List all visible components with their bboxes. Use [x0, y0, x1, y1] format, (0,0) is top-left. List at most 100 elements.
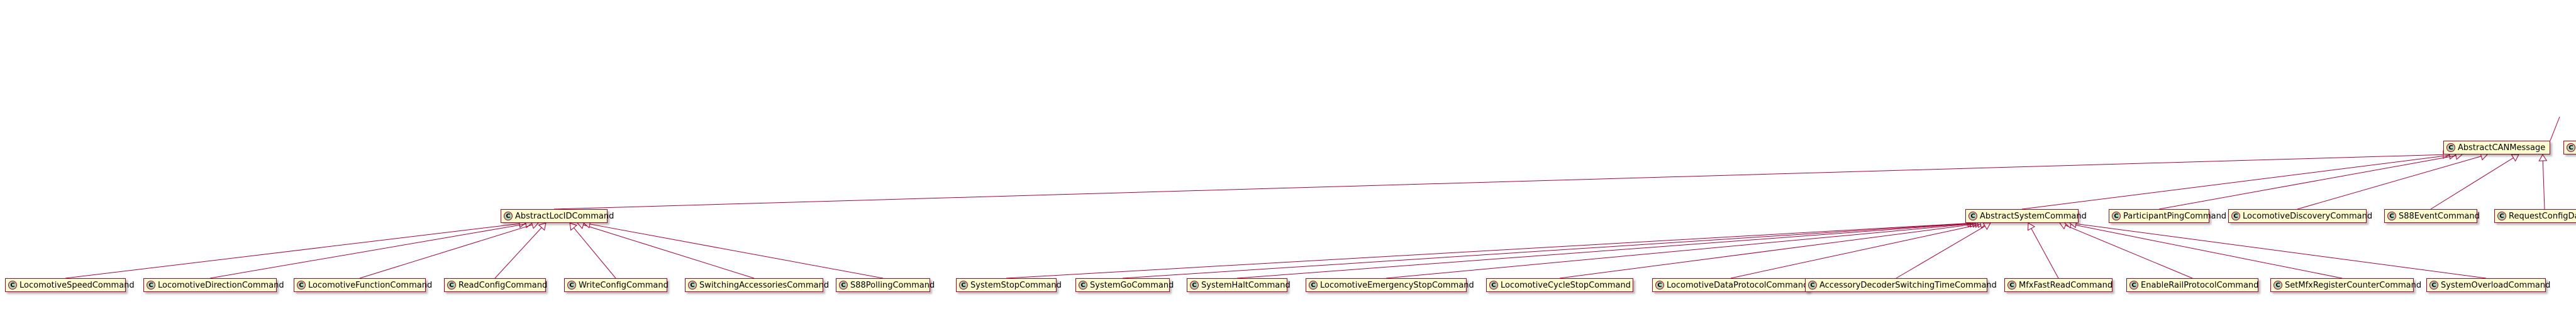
class-name: SwitchingAccessoriesCommand — [699, 280, 830, 290]
class-icon: C — [2429, 281, 2438, 290]
class-name: LocomotiveCycleStopCommand — [1501, 280, 1631, 290]
edge-s88_polling-line — [589, 224, 884, 279]
edge-system_go-line — [1122, 223, 1971, 279]
class-system-stop-command[interactable]: C SystemStopCommand — [956, 278, 1062, 292]
class-icon: C — [1808, 281, 1817, 290]
class-locomotive-discovery-command[interactable]: C LocomotiveDiscoveryCommand — [2228, 209, 2372, 223]
edge-participant_ping-line — [2158, 155, 2457, 210]
class-icon: C — [1309, 281, 1318, 290]
class-icon: C — [2007, 281, 2016, 290]
edge-s88_event-arrowhead — [2511, 154, 2519, 162]
class-enable-rail-protocol-command[interactable]: C EnableRailProtocolCommand — [2126, 278, 2258, 292]
edge-loco_data_protocol-line — [1730, 224, 1981, 279]
class-name: SystemHaltCommand — [1201, 280, 1291, 290]
class-icon: C — [839, 281, 848, 290]
class-icon: C — [1489, 281, 1498, 290]
class-name: SystemGoCommand — [1090, 280, 1174, 290]
edge-set_mfx-line — [2070, 224, 2343, 279]
class-partial-offscreen[interactable]: C — [2563, 141, 2576, 154]
edge-system_stop-line — [1006, 223, 1968, 279]
class-name: AbstractCANMessage — [2458, 143, 2546, 153]
class-name: LocomotiveDirectionCommand — [158, 280, 284, 290]
class-name: LocomotiveDataProtocolCommand — [1667, 280, 1809, 290]
class-icon: C — [567, 281, 576, 290]
class-icon: C — [2387, 212, 2396, 220]
class-system-overload-command[interactable]: C SystemOverloadCommand — [2426, 278, 2550, 292]
class-icon: C — [2273, 281, 2282, 290]
class-name: SetMfxRegisterCounterCommand — [2285, 280, 2422, 290]
edge-abstract_system-line — [2021, 154, 2450, 210]
class-request-config-data[interactable]: C RequestConfigDa — [2494, 209, 2576, 223]
class-icon: C — [147, 281, 155, 290]
class-abstract-loc-id-command[interactable]: C AbstractLocIDCommand — [501, 209, 614, 223]
class-name: MfxFastReadCommand — [2019, 280, 2113, 290]
class-s88-event-command[interactable]: C S88EventCommand — [2384, 209, 2480, 223]
edge-abstract_loco-line — [553, 154, 2444, 210]
class-icon: C — [447, 281, 456, 290]
class-icon: C — [8, 281, 17, 290]
edge-read_config-line — [494, 227, 542, 279]
class-name: AccessoryDecoderSwitchingTimeCommand — [1819, 280, 1997, 290]
edge-system_overload-line — [2075, 223, 2487, 279]
class-icon: C — [1968, 212, 1977, 220]
edge-request_config-arrowhead — [2538, 154, 2548, 161]
class-icon: C — [959, 281, 968, 290]
edge-acc_decoder-line — [1896, 225, 1985, 279]
class-name: EnableRailProtocolCommand — [2141, 280, 2259, 290]
class-locomotive-speed-command[interactable]: C LocomotiveSpeedCommand — [5, 278, 135, 292]
class-icon: C — [297, 281, 306, 290]
class-name: ParticipantPingCommand — [2123, 211, 2227, 221]
class-icon: C — [2567, 143, 2575, 152]
class-name: S88EventCommand — [2399, 211, 2480, 221]
edge-s88_event-line — [2430, 157, 2514, 210]
class-name: LocomotiveEmergencyStopCommand — [1320, 280, 1474, 290]
class-icon: C — [2112, 212, 2121, 220]
class-abstract-system-command[interactable]: C AbstractSystemCommand — [1965, 209, 2087, 223]
edge-acc_decoder-arrowhead — [1982, 222, 1991, 230]
class-s88-polling-command[interactable]: C S88PollingCommand — [836, 278, 935, 292]
edge-mfx_fast_read-line — [2031, 228, 2059, 279]
class-system-go-command[interactable]: C SystemGoCommand — [1075, 278, 1174, 292]
edge-loco_cycle_stop-line — [1559, 223, 1979, 279]
class-name: RequestConfigDa — [2509, 211, 2576, 221]
class-read-config-command[interactable]: C ReadConfigCommand — [444, 278, 548, 292]
class-locomotive-emergency-stop-command[interactable]: C LocomotiveEmergencyStopCommand — [1306, 278, 1474, 292]
class-accessory-decoder-switching-time-command[interactable]: C AccessoryDecoderSwitchingTimeCommand — [1805, 278, 1997, 292]
class-name: SystemStopCommand — [970, 280, 1062, 290]
class-name: ReadConfigCommand — [458, 280, 548, 290]
class-name: LocomotiveSpeedCommand — [19, 280, 135, 290]
edge-mfx_fast_read-arrowhead — [2027, 222, 2036, 231]
class-write-config-command[interactable]: C WriteConfigCommand — [564, 278, 669, 292]
edge-write_config-line — [573, 227, 616, 279]
class-icon: C — [504, 212, 513, 220]
class-locomotive-data-protocol-command[interactable]: C LocomotiveDataProtocolCommand — [1652, 278, 1809, 292]
class-participant-ping-command[interactable]: C ParticipantPingCommand — [2109, 209, 2226, 223]
class-set-mfx-register-counter-command[interactable]: C SetMfxRegisterCounterCommand — [2270, 278, 2421, 292]
class-icon: C — [2497, 212, 2506, 220]
class-icon: C — [1655, 281, 1664, 290]
class-icon: C — [2231, 212, 2240, 220]
class-icon: C — [1190, 281, 1199, 290]
class-locomotive-direction-command[interactable]: C LocomotiveDirectionCommand — [143, 278, 284, 292]
class-name: AbstractLocIDCommand — [515, 211, 614, 221]
edge-loco_discovery-line — [2297, 156, 2482, 210]
class-icon: C — [688, 281, 697, 290]
class-icon: C — [2446, 143, 2455, 152]
class-switching-accessories-command[interactable]: C SwitchingAccessoriesCommand — [685, 278, 829, 292]
class-system-halt-command[interactable]: C SystemHaltCommand — [1187, 278, 1291, 292]
edge-loco_speed-line — [65, 223, 520, 279]
edge-loco_emergency-line — [1385, 223, 1976, 279]
class-abstract-can-message[interactable]: C AbstractCANMessage — [2443, 141, 2550, 154]
edge-read_config-arrowhead — [538, 222, 547, 231]
class-locomotive-cycle-stop-command[interactable]: C LocomotiveCycleStopCommand — [1486, 278, 1633, 292]
class-name: LocomotiveDiscoveryCommand — [2243, 211, 2373, 221]
class-name: AbstractSystemCommand — [1980, 211, 2087, 221]
class-mfx-fast-read-command[interactable]: C MfxFastReadCommand — [2004, 278, 2112, 292]
class-icon: C — [1079, 281, 1087, 290]
class-name: S88PollingCommand — [850, 280, 935, 290]
edge-switching_acc-line — [583, 224, 755, 279]
class-locomotive-function-command[interactable]: C LocomotiveFunctionCommand — [294, 278, 432, 292]
class-name: LocomotiveFunctionCommand — [308, 280, 433, 290]
